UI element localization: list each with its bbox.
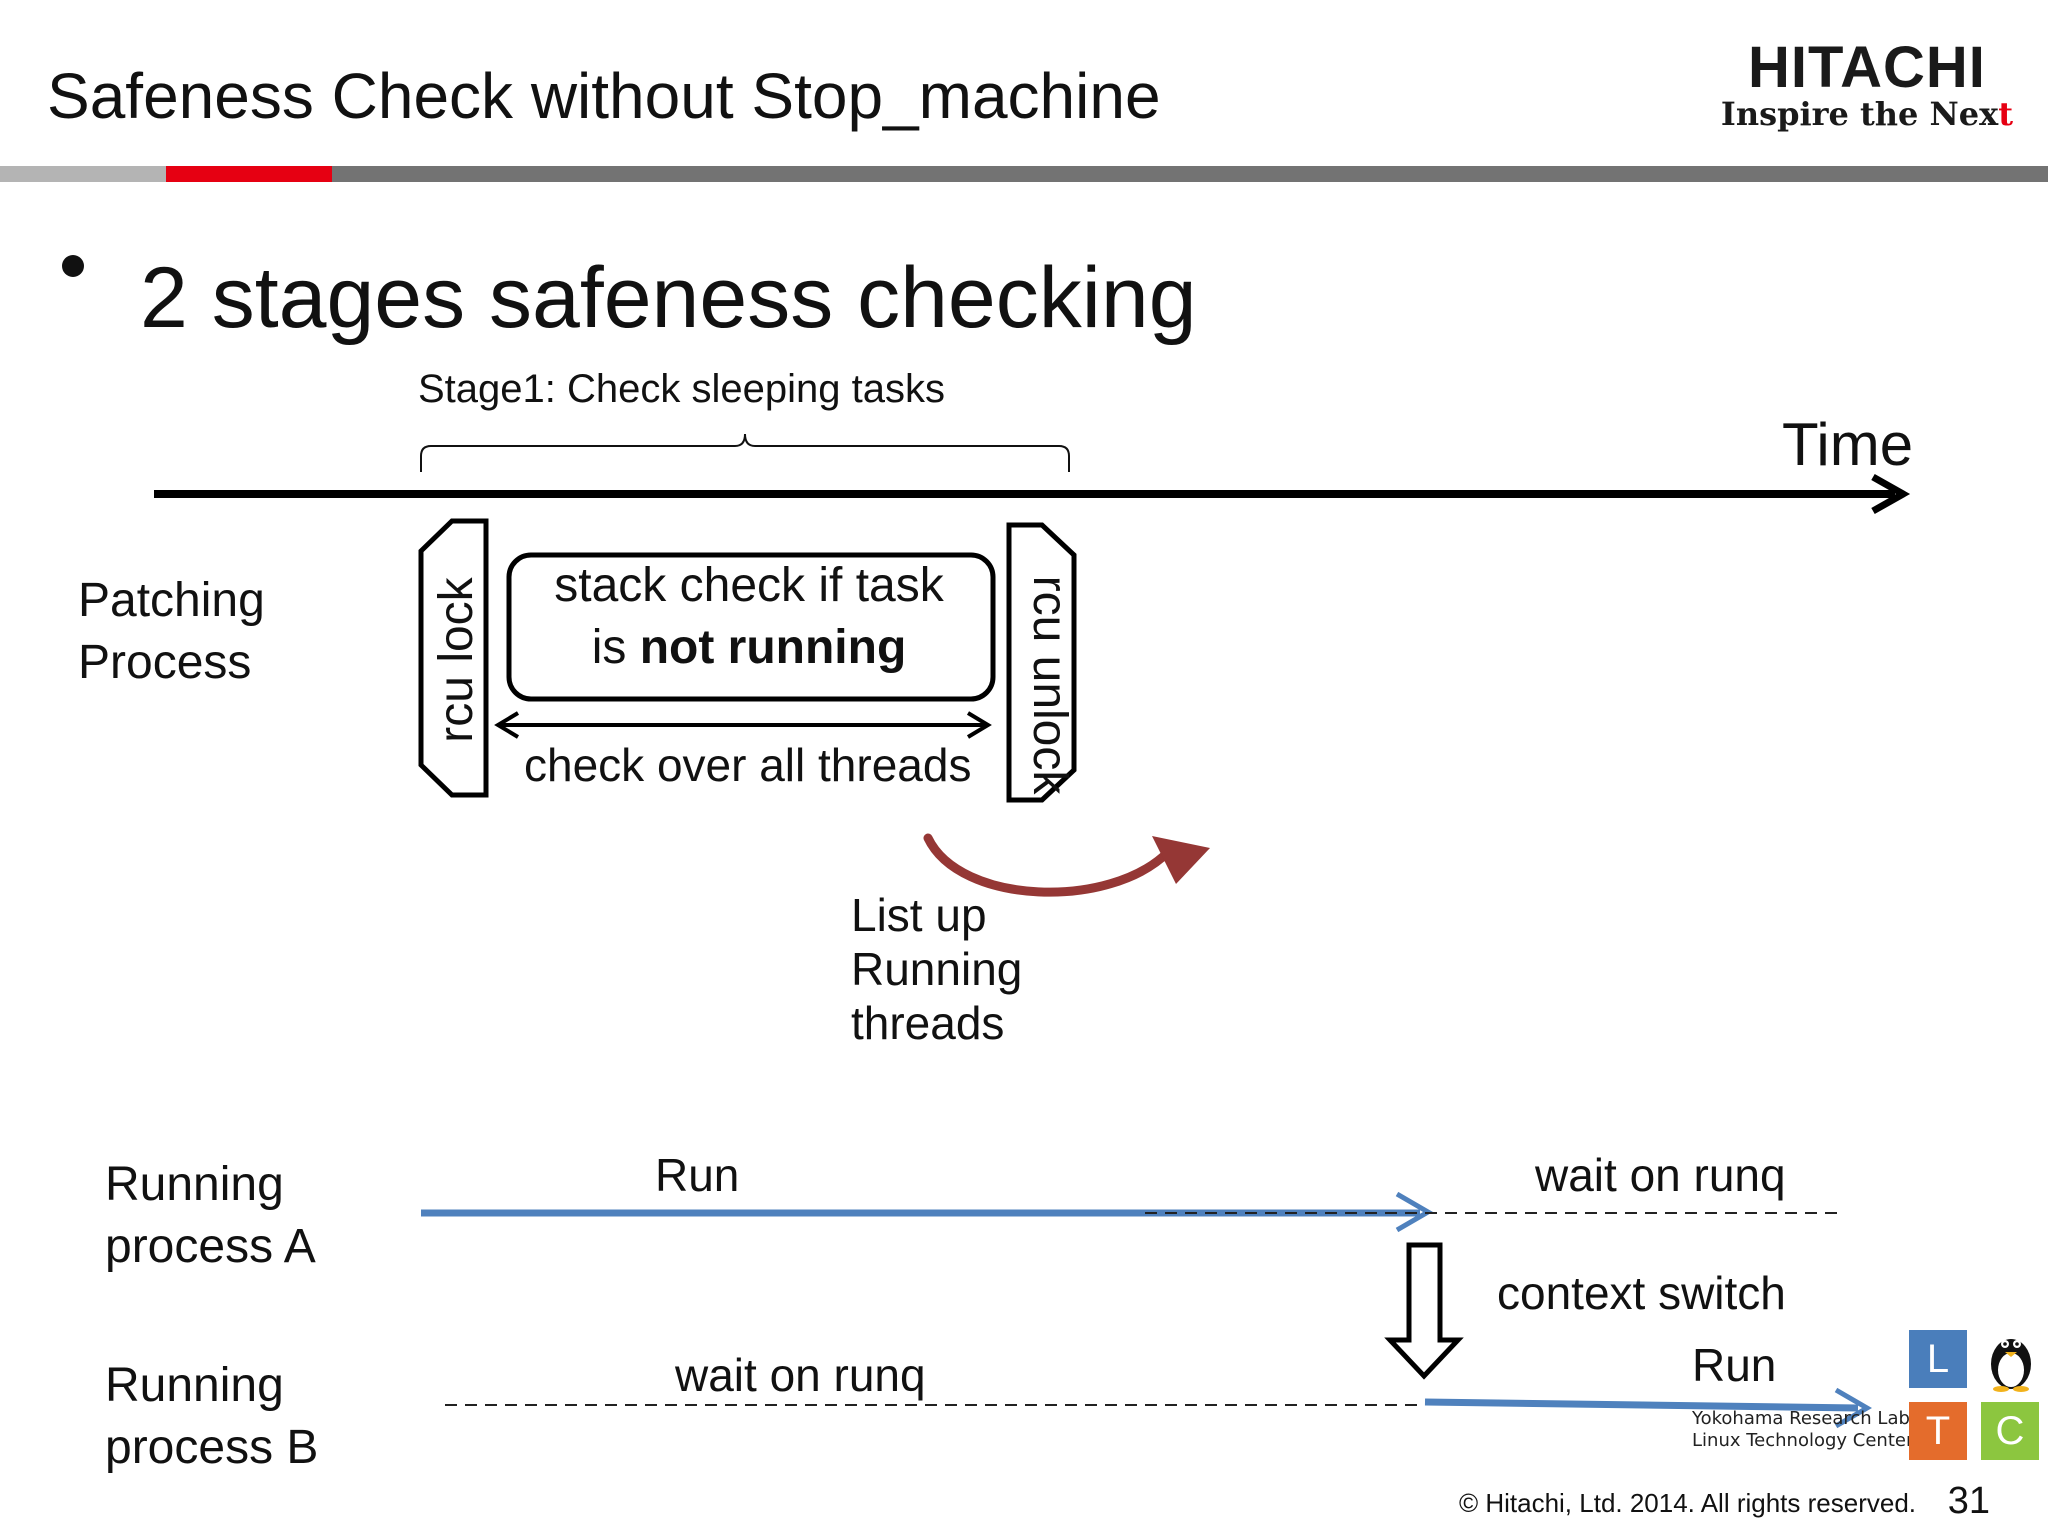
bullet-point: 2 stages safeness checking [62,248,1197,348]
logo-tagline: Inspire the Next [1721,96,2013,132]
title-bar-red-segment [166,166,332,182]
list-up-line1: List up [851,889,987,941]
stage1-label: Stage1: Check sleeping tasks [418,367,945,411]
stack-check-line2-bold: not running [639,621,907,674]
timeline-arrowhead [1871,473,1911,515]
context-switch-label: context switch [1497,1267,1786,1319]
title-underline-bar [0,166,2048,182]
double-arrow-right-head [966,711,992,739]
slide-title: Safeness Check without Stop_machine [47,60,1161,132]
patching-process-label: Patching Process [78,570,265,694]
logo-tagline-main: Inspire the Nex [1720,95,1999,133]
double-arrow-left-head [494,711,520,739]
rcu-lock-shape [418,518,489,798]
lab-caption-line2: Linux Technology Center [1692,1430,1914,1451]
logo-tagline-accent: t [1998,95,2013,133]
rcu-unlock-shape [1006,522,1077,803]
curved-arrow-head [1152,836,1210,884]
logo-brand: HITACHI [1747,35,1986,100]
list-up-curved-arrow [923,833,1173,897]
process-b-line2: process B [105,1421,319,1474]
context-switch-down-arrow [1384,1242,1464,1380]
list-up-line3: threads [851,997,1005,1049]
process-a-label: Running process A [105,1154,316,1278]
stack-check-line2: is not running [509,617,989,679]
time-label: Time [1782,411,1914,478]
bullet-text: 2 stages safeness checking [140,250,1197,346]
process-a-line1: Running [105,1158,284,1211]
process-b-run-line [1424,1398,1859,1412]
hitachi-logo: HITACHI Inspire the Next [1721,35,2013,133]
copyright-note: © Hitachi, Ltd. 2014. All rights reserve… [1458,1488,1916,1518]
rcu-unlock-label: rcu unlock [1023,575,1076,795]
lab-caption-line1: Yokohama Research Lab. [1692,1408,1916,1429]
penguin-icon [1991,1339,2031,1392]
stack-check-line2-prefix: is [591,621,640,674]
title-bar-light-segment [0,166,166,182]
lab-caption: Yokohama Research Lab. Linux Technology … [1692,1408,1916,1452]
process-b-line1: Running [105,1359,284,1412]
process-b-run-arrowhead [1834,1387,1872,1429]
patching-process-line1: Patching [78,574,265,627]
stack-check-box [506,552,996,702]
rcu-lock-label: rcu lock [430,577,483,743]
ltc-logo-c: C [1981,1402,2039,1460]
bullet-dot-icon [62,255,84,278]
stage1-brace [420,433,1070,472]
stack-check-line1: stack check if task [554,559,944,612]
check-all-threads-label: check over all threads [524,739,972,791]
process-a-wait-label: wait on runq [1535,1149,1786,1201]
process-b-run-label: Run [1692,1339,1777,1391]
process-b-wait-label: wait on runq [675,1349,926,1401]
process-a-line2: process A [105,1220,316,1273]
page-number: 31 [1947,1480,1990,1522]
ltc-logo-t: T [1909,1402,1967,1460]
process-a-run-label: Run [655,1149,740,1201]
stack-check-text: stack check if task is not running [509,555,989,685]
list-up-label: List up Running threads [851,888,1022,1050]
ltc-logo-l: L [1909,1330,1967,1388]
process-b-label: Running process B [105,1355,318,1479]
patching-process-line2: Process [78,636,252,689]
list-up-line2: Running [851,943,1023,995]
